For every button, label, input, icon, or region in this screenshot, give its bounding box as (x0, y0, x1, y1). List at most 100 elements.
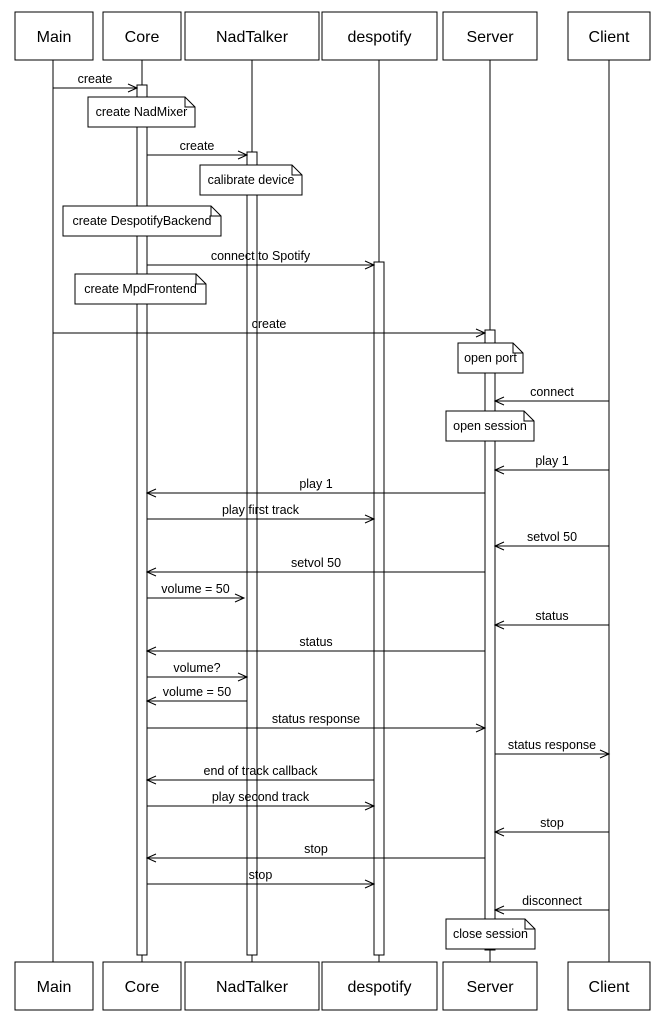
note-shape (445, 410, 535, 442)
arrowhead-left-icon (493, 620, 505, 630)
actor-name: despotify (347, 29, 411, 46)
arrowhead-left-icon (145, 567, 157, 577)
actor-box-rect (14, 11, 94, 61)
message-label: create (252, 317, 287, 331)
message-label: end of track callback (204, 764, 319, 778)
message-client-to-server: connect (493, 385, 609, 406)
message-label: stop (249, 868, 273, 882)
arrowhead-left-icon (145, 646, 157, 656)
message-label: create (78, 72, 113, 86)
actor-box-bottom-client: Client (567, 961, 651, 1011)
arrowhead-right-icon (364, 801, 376, 811)
note-label: create DespotifyBackend (73, 214, 212, 228)
message-client-to-server: setvol 50 (493, 530, 609, 551)
actor-name: despotify (347, 979, 411, 996)
arrowhead-right-icon (237, 150, 249, 160)
actor-name: Client (589, 979, 630, 996)
actor-name: Server (466, 29, 514, 46)
actor-box-bottom-core: Core (102, 961, 182, 1011)
message-label: connect to Spotify (211, 249, 311, 263)
actor-box-bottom-nadtalker: NadTalker (184, 961, 320, 1011)
note-shape (62, 205, 222, 237)
note: open session (445, 410, 535, 442)
note: calibrate device (199, 164, 303, 196)
message-core-to-despotify: play first track (147, 503, 376, 524)
actor-box-rect (321, 11, 438, 61)
message-nadtalker-to-core: volume = 50 (145, 685, 247, 706)
actor-box-rect (442, 961, 538, 1011)
note-shape (445, 918, 536, 950)
arrowhead-right-icon (364, 879, 376, 889)
message-server-to-core: stop (145, 842, 485, 863)
note-fold-icon (210, 206, 221, 217)
message-label: status (299, 635, 332, 649)
arrowhead-left-icon (493, 541, 505, 551)
arrowhead-left-icon (493, 905, 505, 915)
actor-name: NadTalker (216, 979, 289, 996)
message-label: create (180, 139, 215, 153)
message-label: play 1 (535, 454, 568, 468)
arrowhead-left-icon (145, 775, 157, 785)
message-despotify-to-core: end of track callback (145, 764, 374, 785)
actor-box-rect (567, 11, 651, 61)
message-core-to-despotify: play second track (147, 790, 376, 811)
actor-box-bottom-despotify: despotify (321, 961, 438, 1011)
note: open port (457, 342, 524, 374)
actor-box-rect (184, 11, 320, 61)
message-core-to-server: status response (147, 712, 487, 733)
message-label: status response (272, 712, 360, 726)
actor-box-top-despotify: despotify (321, 11, 438, 61)
actor-box-rect (184, 961, 320, 1011)
message-main-to-core: create (53, 72, 139, 93)
message-label: connect (530, 385, 574, 399)
actor-box-top-server: Server (442, 11, 538, 61)
arrowhead-right-icon (364, 260, 376, 270)
note: create DespotifyBackend (62, 205, 222, 237)
note-fold-icon (523, 411, 534, 422)
message-label: volume? (173, 661, 220, 675)
note-label: open session (453, 419, 527, 433)
message-core-to-nadtalker: volume? (147, 661, 249, 682)
note: close session (445, 918, 536, 950)
note-fold-icon (291, 165, 302, 176)
message-label: disconnect (522, 894, 582, 908)
note-label: close session (453, 927, 528, 941)
arrowhead-right-icon (234, 593, 246, 603)
actor-name: Main (37, 29, 72, 46)
arrowhead-left-icon (493, 396, 505, 406)
note: create MpdFrontend (74, 273, 207, 305)
activation-nadtalker (246, 151, 258, 956)
arrowhead-left-icon (145, 488, 157, 498)
note-fold-icon (195, 274, 206, 285)
arrowhead-right-icon (237, 672, 249, 682)
note-label: calibrate device (208, 173, 295, 187)
actor-name: Core (125, 29, 160, 46)
arrowhead-right-icon (475, 328, 487, 338)
message-client-to-server: play 1 (493, 454, 609, 475)
note-fold-icon (512, 343, 523, 354)
note-label: open port (464, 351, 517, 365)
arrowhead-right-icon (599, 749, 611, 759)
arrowhead-left-icon (145, 696, 157, 706)
actor-box-rect (442, 11, 538, 61)
message-client-to-server: stop (493, 816, 609, 837)
message-label: setvol 50 (527, 530, 577, 544)
message-label: setvol 50 (291, 556, 341, 570)
message-server-to-core: setvol 50 (145, 556, 485, 577)
message-label: play second track (212, 790, 310, 804)
actor-box-top-client: Client (567, 11, 651, 61)
actor-box-rect (321, 961, 438, 1011)
actor-box-top-main: Main (14, 11, 94, 61)
message-server-to-core: status (145, 635, 485, 656)
actor-box-bottom-server: Server (442, 961, 538, 1011)
note: create NadMixer (87, 96, 196, 128)
message-core-to-nadtalker: create (147, 139, 249, 160)
actor-box-bottom-main: Main (14, 961, 94, 1011)
note-shape (199, 164, 303, 196)
arrowhead-right-icon (475, 723, 487, 733)
actor-name: Client (589, 29, 630, 46)
activation-core (136, 84, 148, 956)
note-shape (87, 96, 196, 128)
arrowhead-left-icon (493, 465, 505, 475)
